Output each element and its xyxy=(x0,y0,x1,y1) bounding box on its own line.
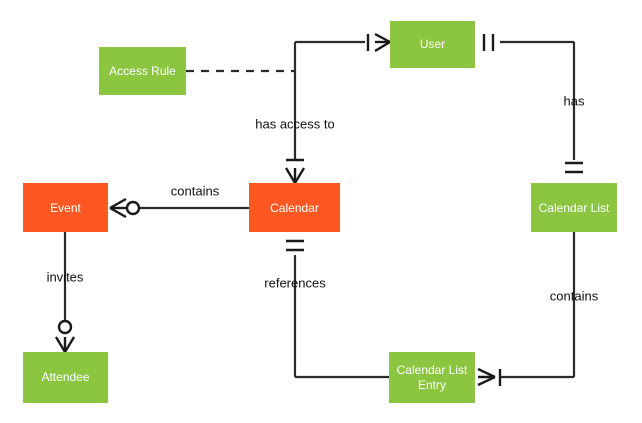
entity-user-label: User xyxy=(420,37,445,51)
entity-calendar-list-label: Calendar List xyxy=(539,201,610,215)
entity-access-rule[interactable]: Access Rule xyxy=(99,47,186,95)
entity-event[interactable]: Event xyxy=(23,183,108,232)
entity-attendee-rect[interactable] xyxy=(23,352,108,403)
relationship-label-contains-list: contains xyxy=(550,288,599,303)
entity-calendar-list-rect[interactable] xyxy=(531,183,617,232)
cardinality-one-and-only-one-user-right xyxy=(482,34,495,51)
entity-event-rect[interactable] xyxy=(23,183,108,232)
entity-event-label: Event xyxy=(50,201,81,215)
entity-calendar-list-entry-rect[interactable] xyxy=(389,352,475,403)
entity-calendar-list-entry-label-line1: Calendar List xyxy=(397,363,468,377)
cardinality-one-or-many-user-left xyxy=(366,32,391,53)
cardinality-many-one-entry-right xyxy=(477,367,502,387)
relationship-label-has: has xyxy=(564,93,585,108)
entity-attendee-label: Attendee xyxy=(41,370,89,384)
entity-calendar-list[interactable]: Calendar List xyxy=(531,183,617,232)
entity-user[interactable]: User xyxy=(390,21,475,68)
cardinality-zero-or-many-event xyxy=(109,197,141,219)
entity-calendar-label: Calendar xyxy=(270,201,319,215)
relationship-label-contains-event-calendar: contains xyxy=(171,183,220,198)
entity-access-rule-rect[interactable] xyxy=(99,47,186,95)
relationship-label-references: references xyxy=(264,275,326,290)
entity-calendar-list-entry-label-line2: Entry xyxy=(418,378,446,392)
cardinality-one-and-only-one-calendarlist-top xyxy=(565,161,583,174)
entity-user-rect[interactable] xyxy=(390,21,475,68)
cardinality-one-and-only-one-calendar-bottom xyxy=(286,239,304,252)
relationship-label-has-access-to: has access to xyxy=(255,116,335,131)
entity-calendar-list-entry[interactable]: Calendar List Entry xyxy=(389,352,475,403)
entity-calendar-rect[interactable] xyxy=(249,183,340,232)
entity-calendar[interactable]: Calendar xyxy=(249,183,340,232)
cardinality-one-many-calendar-top xyxy=(284,158,306,184)
entity-access-rule-label: Access Rule xyxy=(109,64,176,78)
cardinality-zero-or-many-attendee xyxy=(54,319,76,353)
relationship-label-invites: invites xyxy=(47,269,84,284)
entity-attendee[interactable]: Attendee xyxy=(23,352,108,403)
